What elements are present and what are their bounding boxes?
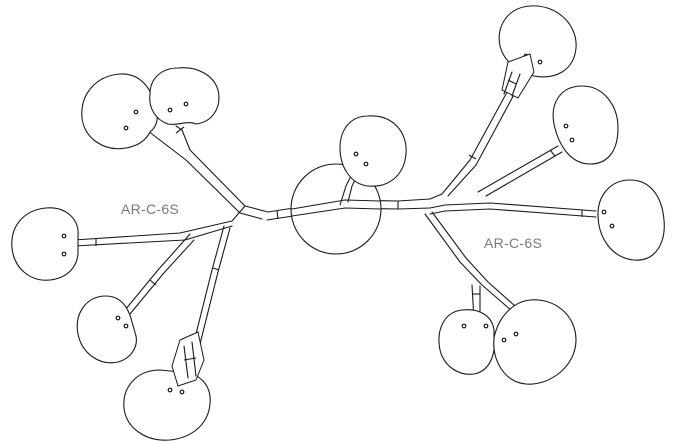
connector-clip-upper-right — [501, 53, 535, 99]
pad-lower-right-a — [438, 309, 495, 375]
tube-lower-left — [124, 233, 195, 315]
tube-upper-left — [147, 129, 269, 220]
pad-right-mid — [552, 85, 619, 165]
pad-bottom — [123, 369, 211, 441]
pad-lower-left — [76, 295, 137, 364]
pad-lower-right-b — [493, 299, 577, 385]
pad-upper-left-b — [149, 67, 220, 125]
tube-upper-right — [429, 71, 525, 200]
pad-center-top — [339, 115, 407, 187]
tube-lower-right — [424, 211, 525, 319]
tube-bottom-left — [191, 225, 231, 353]
pad-upper-left-a — [81, 73, 159, 150]
harness-label-left: AR-C-6S — [121, 201, 180, 217]
pad-far-right — [597, 179, 665, 261]
pad-left — [11, 207, 79, 281]
tube-far-right — [429, 202, 597, 218]
harness-label-right: AR-C-6S — [484, 235, 543, 251]
tube-right-mid — [477, 145, 563, 197]
